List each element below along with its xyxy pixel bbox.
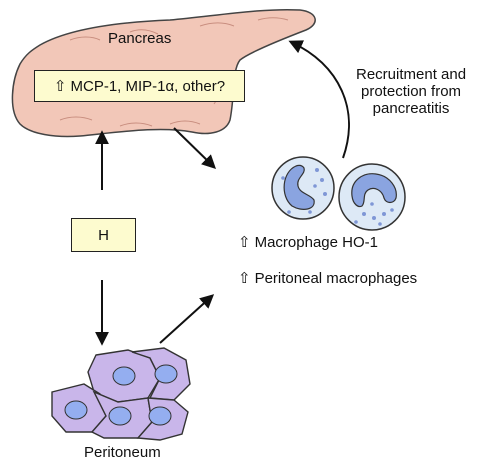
increase-arrow-icon: ⇧ (53, 78, 67, 95)
peritoneum-label: Peritoneum (84, 444, 161, 461)
macrophage-cell-1 (271, 156, 335, 220)
pancreas-label: Pancreas (108, 30, 172, 47)
arrow-pancreas-to-macrophages (173, 127, 217, 169)
increase-arrow-icon: ⇧ (238, 270, 251, 287)
peritoneal-macrophages-text: Peritoneal macrophages (254, 270, 418, 287)
h-box: H (71, 218, 136, 252)
peritoneum-cells (51, 347, 191, 441)
recruitment-line-2: protection from (361, 83, 462, 100)
chemokine-box: ⇧ MCP-1, MIP-1α, other? (34, 70, 245, 102)
chemokine-text: MCP-1, MIP-1α, other? (70, 77, 226, 95)
recruitment-line-3: pancreatitis (372, 100, 450, 117)
h-text: H (98, 226, 109, 244)
macrophage-cell-2 (338, 163, 406, 231)
arrow-peritoneum-to-macrophages (159, 294, 215, 344)
peritoneal-macrophages-label: ⇧Peritoneal macrophages (238, 270, 417, 287)
macrophage-ho1-text: Macrophage HO-1 (254, 234, 378, 251)
macrophage-ho1-label: ⇧Macrophage HO-1 (238, 234, 378, 251)
arrow-macrophages-to-pancreas (288, 40, 350, 159)
recruitment-line-1: Recruitment and (356, 66, 467, 83)
recruitment-text: Recruitment and protection from pancreat… (356, 66, 466, 117)
increase-arrow-icon: ⇧ (238, 234, 251, 251)
